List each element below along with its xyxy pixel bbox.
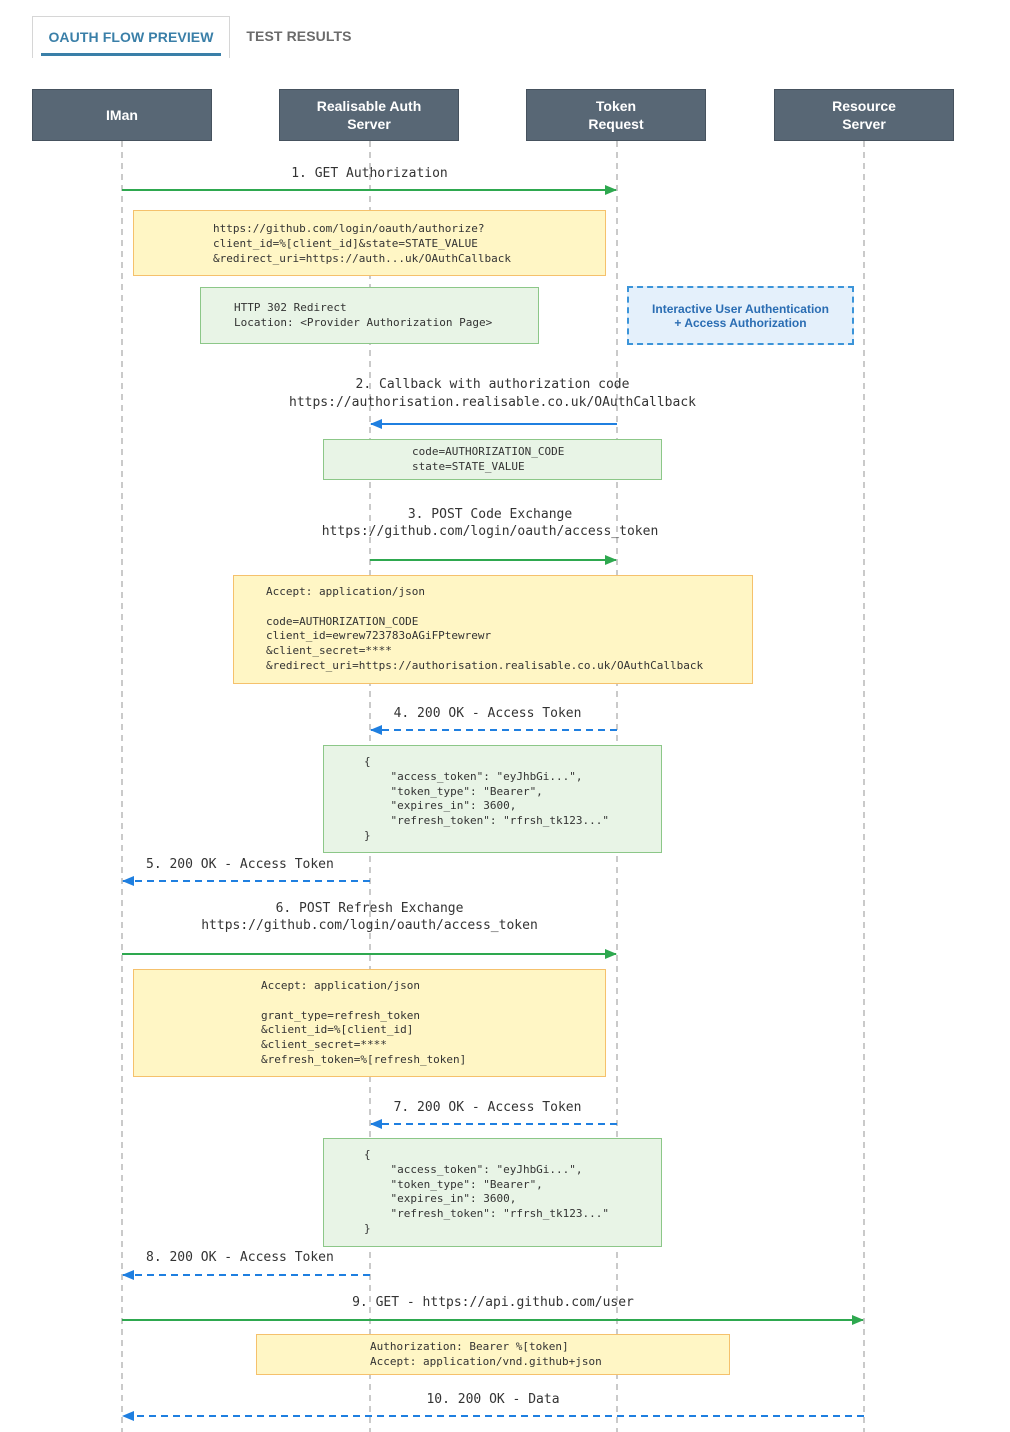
tab-oauth-flow-preview-label: OAUTH FLOW PREVIEW	[48, 29, 214, 45]
message-8-label: 8. 200 OK - Access Token	[146, 1250, 334, 1265]
note-token-response-2: { "access_token": "eyJhbGi...", "token_t…	[323, 1138, 662, 1247]
message-6-label-line1: 6. POST Refresh Exchange	[275, 901, 464, 916]
tab-oauth-flow-preview[interactable]: OAUTH FLOW PREVIEW	[32, 16, 230, 58]
note-authorize-url: https://github.com/login/oauth/authorize…	[133, 210, 606, 276]
message-7-label: 7. 200 OK - Access Token	[393, 1100, 582, 1115]
active-tab-indicator	[41, 53, 221, 56]
message-1-label: 1. GET Authorization	[291, 166, 448, 181]
message-10-label: 10. 200 OK - Data	[426, 1392, 560, 1407]
note-token-response-1: { "access_token": "eyJhbGi...", "token_t…	[323, 745, 662, 853]
message-2-label-line1: 2. Callback with authorization code	[355, 377, 630, 392]
actor-token-request: Token Request	[526, 89, 706, 141]
note-user-headers: Authorization: Bearer %[token] Accept: a…	[256, 1334, 730, 1375]
note-http-redirect: HTTP 302 Redirect Location: <Provider Au…	[200, 287, 539, 344]
message-3-label-line2: https://github.com/login/oauth/access_to…	[321, 524, 659, 539]
message-4-label: 4. 200 OK - Access Token	[393, 706, 582, 721]
message-5-label: 5. 200 OK - Access Token	[146, 857, 334, 872]
tab-test-results-label: TEST RESULTS	[246, 28, 352, 44]
tab-test-results[interactable]: TEST RESULTS	[238, 16, 360, 58]
note-interactive-user-auth: Interactive User Authentication + Access…	[627, 286, 854, 345]
note-refresh-body: Accept: application/json grant_type=refr…	[133, 969, 606, 1077]
message-3-label-line1: 3. POST Code Exchange	[407, 507, 573, 522]
actor-iman: IMan	[32, 89, 212, 141]
message-6-label-line2: https://github.com/login/oauth/access_to…	[201, 918, 538, 933]
note-callback-params: code=AUTHORIZATION_CODE state=STATE_VALU…	[323, 439, 662, 480]
message-9-label: 9. GET - https://api.github.com/user	[352, 1295, 634, 1310]
note-code-exchange-body: Accept: application/json code=AUTHORIZAT…	[233, 575, 753, 684]
actor-realisable-auth-server: Realisable Auth Server	[279, 89, 459, 141]
actor-resource-server: Resource Server	[774, 89, 954, 141]
message-2-label-line2: https://authorisation.realisable.co.uk/O…	[289, 395, 696, 410]
tab-bar: OAUTH FLOW PREVIEW TEST RESULTS	[0, 0, 1010, 60]
